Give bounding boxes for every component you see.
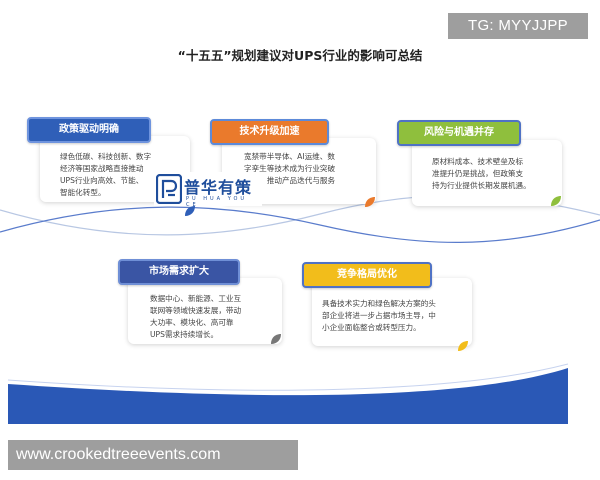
card-market-label: 市场需求扩大 [118, 259, 240, 285]
leaf-icon [365, 197, 375, 207]
card-market [128, 278, 282, 344]
logo-mark-icon [156, 174, 182, 204]
footer-url-watermark: www.crookedtreeevents.com [8, 440, 298, 470]
logo-subtitle: PU HUA YOU CE [186, 196, 248, 208]
leaf-icon [185, 206, 195, 216]
card-tech-label: 技术升级加速 [210, 119, 329, 145]
leaf-icon [458, 341, 468, 351]
leaf-icon [271, 334, 281, 344]
diagram-title: “十五五”规划建议对UPS行业的影响可总结 [177, 48, 423, 63]
card-competition [312, 278, 472, 346]
card-policy-label: 政策驱动明确 [27, 117, 151, 143]
watermark-label: TG: MYYJJPP [448, 13, 588, 39]
logo-name: 普华有策 [184, 178, 253, 197]
card-market-text: 数据中心、新能源、工业互 联网等领域快速发展，带动 大功率、模块化、高可靠 UP… [150, 294, 242, 339]
leaf-icon [551, 196, 561, 206]
brand-logo: 普华有策 PU HUA YOU CE [154, 172, 262, 208]
card-competition-label: 竞争格局优化 [302, 262, 432, 288]
card-risk [412, 140, 562, 206]
card-risk-label: 风险与机遇并存 [397, 120, 521, 146]
card-policy-text: 绿色低碳、科技创新、数字 经济等国家战略直接推动 UPS行业向高效、节能、 智能… [60, 152, 152, 197]
card-tech-text: 宽禁带半导体、AI运维、数 字孪生等技术成为行业突破 关键，推动产品迭代与服务 … [244, 152, 336, 197]
card-competition-text: 具备技术实力和绿色解决方案的头 部企业将进一步占据市场主导，中 小企业面临整合或… [322, 299, 436, 332]
bottom-band [8, 368, 568, 424]
card-risk-text: 原材料成本、技术壁垒及标 准提升仍是挑战，但政策支 持为行业提供长期发展机遇。 [432, 157, 531, 190]
